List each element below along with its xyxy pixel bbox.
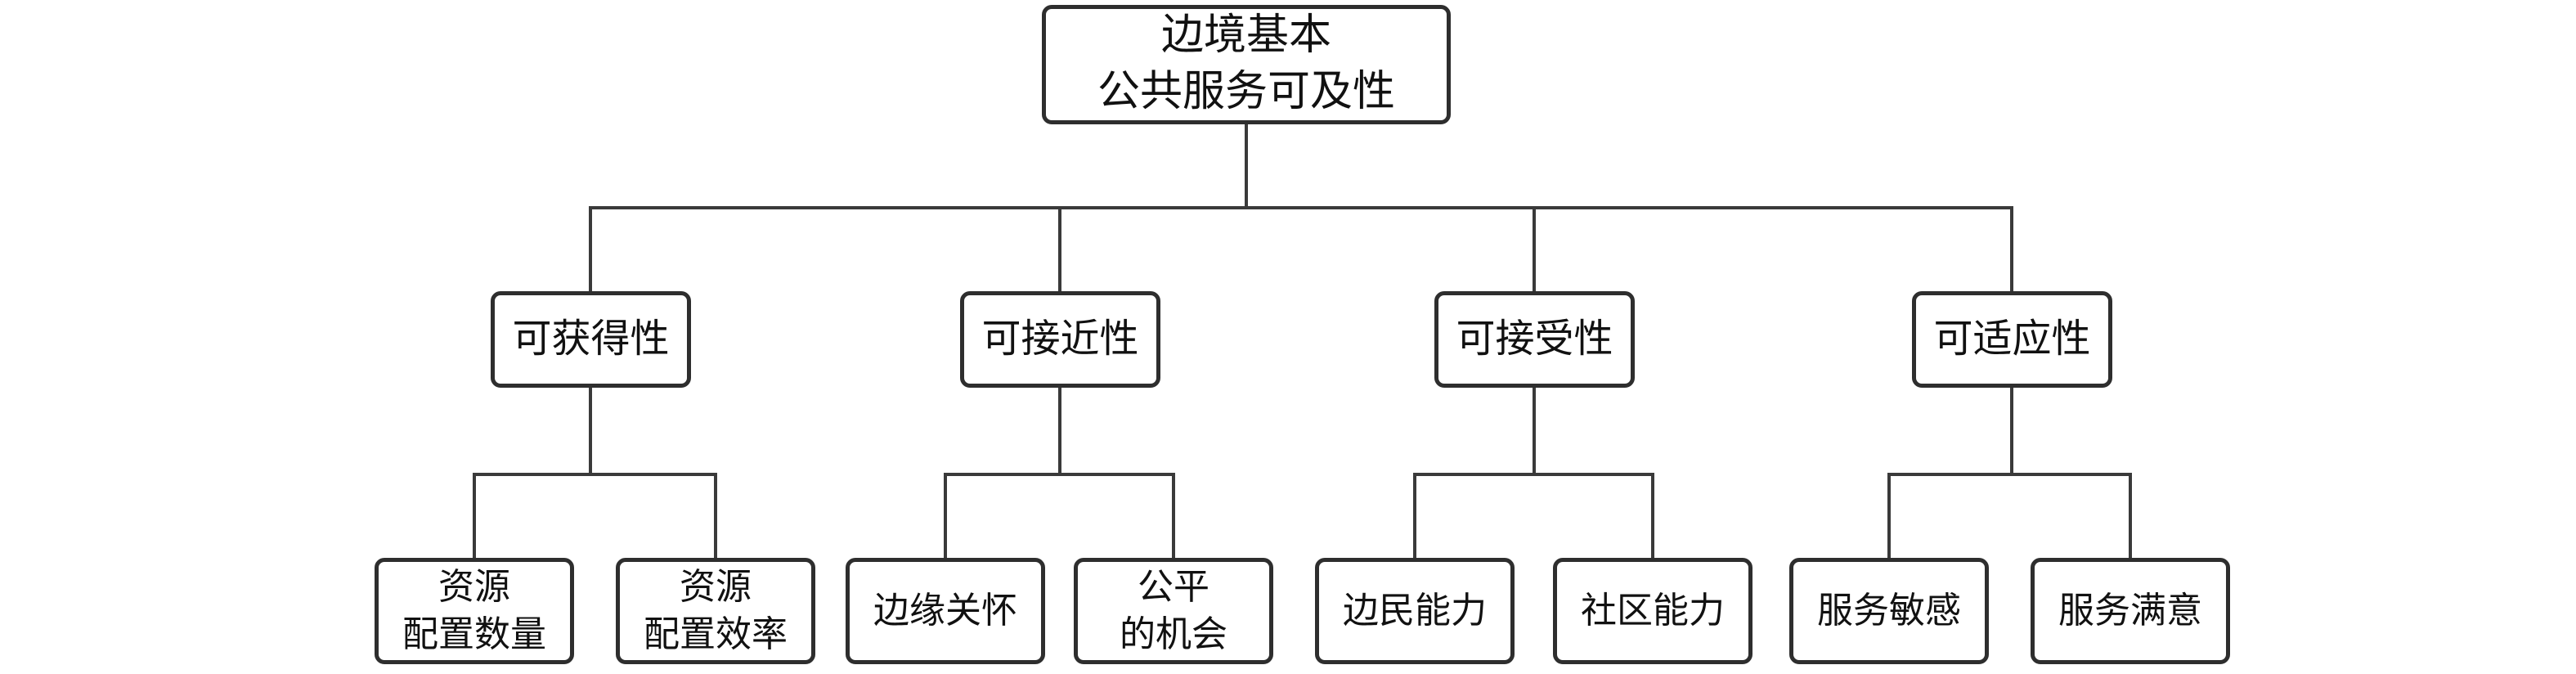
node-leaf-service-satisfaction: 服务满意 [2031, 558, 2230, 664]
node-leaf-service-sensitivity: 服务敏感 [1789, 558, 1989, 664]
node-root: 边境基本 公共服务可及性 [1042, 5, 1451, 124]
node-branch-adaptability: 可适应性 [1912, 291, 2112, 388]
node-branch-approachability: 可接近性 [960, 291, 1160, 388]
node-leaf-resource-allocation-quantity: 资源 配置数量 [375, 558, 574, 664]
node-leaf-resource-allocation-efficiency: 资源 配置效率 [616, 558, 815, 664]
node-leaf-border-resident-capacity: 边民能力 [1315, 558, 1515, 664]
node-leaf-marginal-care: 边缘关怀 [846, 558, 1045, 664]
node-branch-availability: 可获得性 [491, 291, 691, 388]
node-branch-acceptability: 可接受性 [1434, 291, 1635, 388]
node-leaf-community-capacity: 社区能力 [1553, 558, 1752, 664]
node-leaf-fair-opportunity: 公平 的机会 [1074, 558, 1273, 664]
